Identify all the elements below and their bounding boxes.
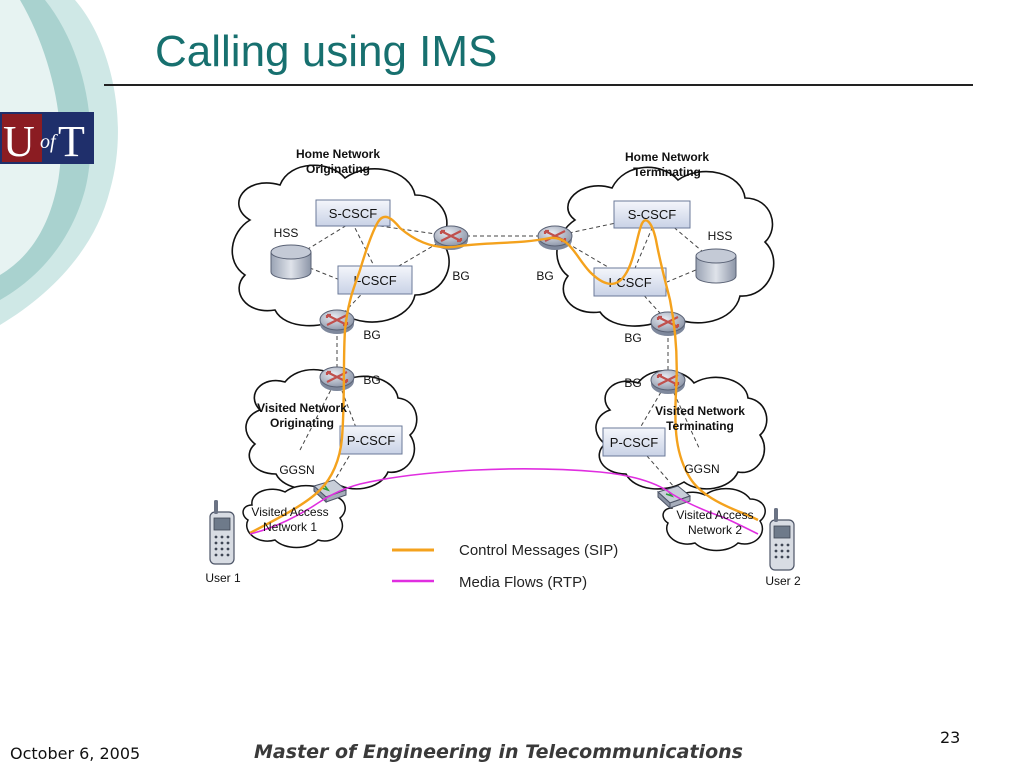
bg-label-home-term-south: BG — [624, 331, 641, 345]
ims-diagram: S-CSCF I-CSCF S-CSCF I-CSCF P-CSCF P-CSC… — [205, 147, 801, 591]
home-terminating-label-1: Home Network — [625, 150, 709, 164]
bg-label-visited-orig: BG — [363, 373, 380, 387]
legend-sip-label: Control Messages (SIP) — [459, 542, 618, 559]
hss-originating-label: HSS — [274, 226, 299, 240]
access-network-2-label-2: Network 2 — [688, 523, 742, 537]
access-network-1-label-2: Network 1 — [263, 520, 317, 534]
sip-signaling-path — [249, 215, 759, 535]
svg-text:U: U — [3, 117, 35, 164]
cloud-visited-originating — [245, 368, 418, 490]
title-divider — [104, 84, 973, 86]
cloud-access-network-2 — [662, 487, 766, 552]
svg-text:I-CSCF: I-CSCF — [353, 273, 396, 288]
hss-terminating-label: HSS — [708, 229, 733, 243]
svg-text:P-CSCF: P-CSCF — [347, 433, 395, 448]
visited-terminating-label-1: Visited Network — [655, 404, 745, 418]
ggsn-originating-icon — [313, 479, 347, 504]
cloud-home-terminating — [556, 166, 775, 327]
p-cscf-originating: P-CSCF — [339, 425, 403, 455]
user-2-label: User 2 — [765, 574, 801, 588]
i-cscf-originating: I-CSCF — [337, 265, 413, 295]
svg-text:T: T — [58, 117, 85, 164]
router-bg-visited-orig-icon — [319, 366, 355, 391]
home-originating-label-1: Home Network — [296, 147, 380, 161]
rtp-media-path — [249, 468, 759, 535]
visited-originating-label-1: Visited Network — [257, 401, 347, 415]
bg-label-home-orig-east: BG — [452, 269, 469, 283]
router-bg-home-term-south-icon — [650, 311, 686, 336]
university-logo: U of T — [0, 112, 94, 164]
user-1-phone-icon — [209, 500, 235, 565]
svg-text:S-CSCF: S-CSCF — [628, 207, 676, 222]
legend-rtp-label: Media Flows (RTP) — [459, 574, 587, 591]
bg-label-home-term-west: BG — [536, 269, 553, 283]
s-cscf-terminating: S-CSCF — [613, 200, 691, 229]
svg-text:P-CSCF: P-CSCF — [610, 435, 658, 450]
p-cscf-terminating: P-CSCF — [602, 427, 666, 457]
legend: Control Messages (SIP) Media Flows (RTP) — [392, 542, 618, 591]
router-bg-home-orig-south-icon — [319, 309, 355, 334]
hss-originating-icon — [270, 244, 312, 280]
ggsn-terminating-label: GGSN — [684, 462, 719, 476]
corner-decoration — [0, 0, 118, 325]
svg-text:I-CSCF: I-CSCF — [608, 275, 651, 290]
hss-terminating-icon — [695, 248, 737, 284]
home-terminating-label-2: Terminating — [633, 165, 701, 179]
ggsn-originating-label: GGSN — [279, 463, 314, 477]
slide-title: Calling using IMS — [155, 27, 498, 76]
access-network-1-label-1: Visited Access — [251, 505, 328, 519]
user-2-phone-icon — [769, 508, 795, 571]
slide-number: 23 — [940, 728, 961, 747]
cloud-home-originating — [231, 164, 450, 327]
user-1-label: User 1 — [205, 571, 241, 585]
bg-label-home-orig-south: BG — [363, 328, 380, 342]
svg-text:S-CSCF: S-CSCF — [329, 206, 377, 221]
home-originating-label-2: Originating — [306, 162, 370, 176]
visited-originating-label-2: Originating — [270, 416, 334, 430]
footer-date: October 6, 2005 — [10, 744, 141, 763]
visited-terminating-label-2: Terminating — [666, 419, 734, 433]
svg-text:of: of — [40, 131, 58, 153]
footer-course-title: Master of Engineering in Telecommunicati… — [254, 741, 743, 763]
access-network-2-label-1: Visited Access — [676, 508, 753, 522]
router-bg-visited-term-icon — [650, 369, 686, 394]
bg-label-visited-term: BG — [624, 376, 641, 390]
